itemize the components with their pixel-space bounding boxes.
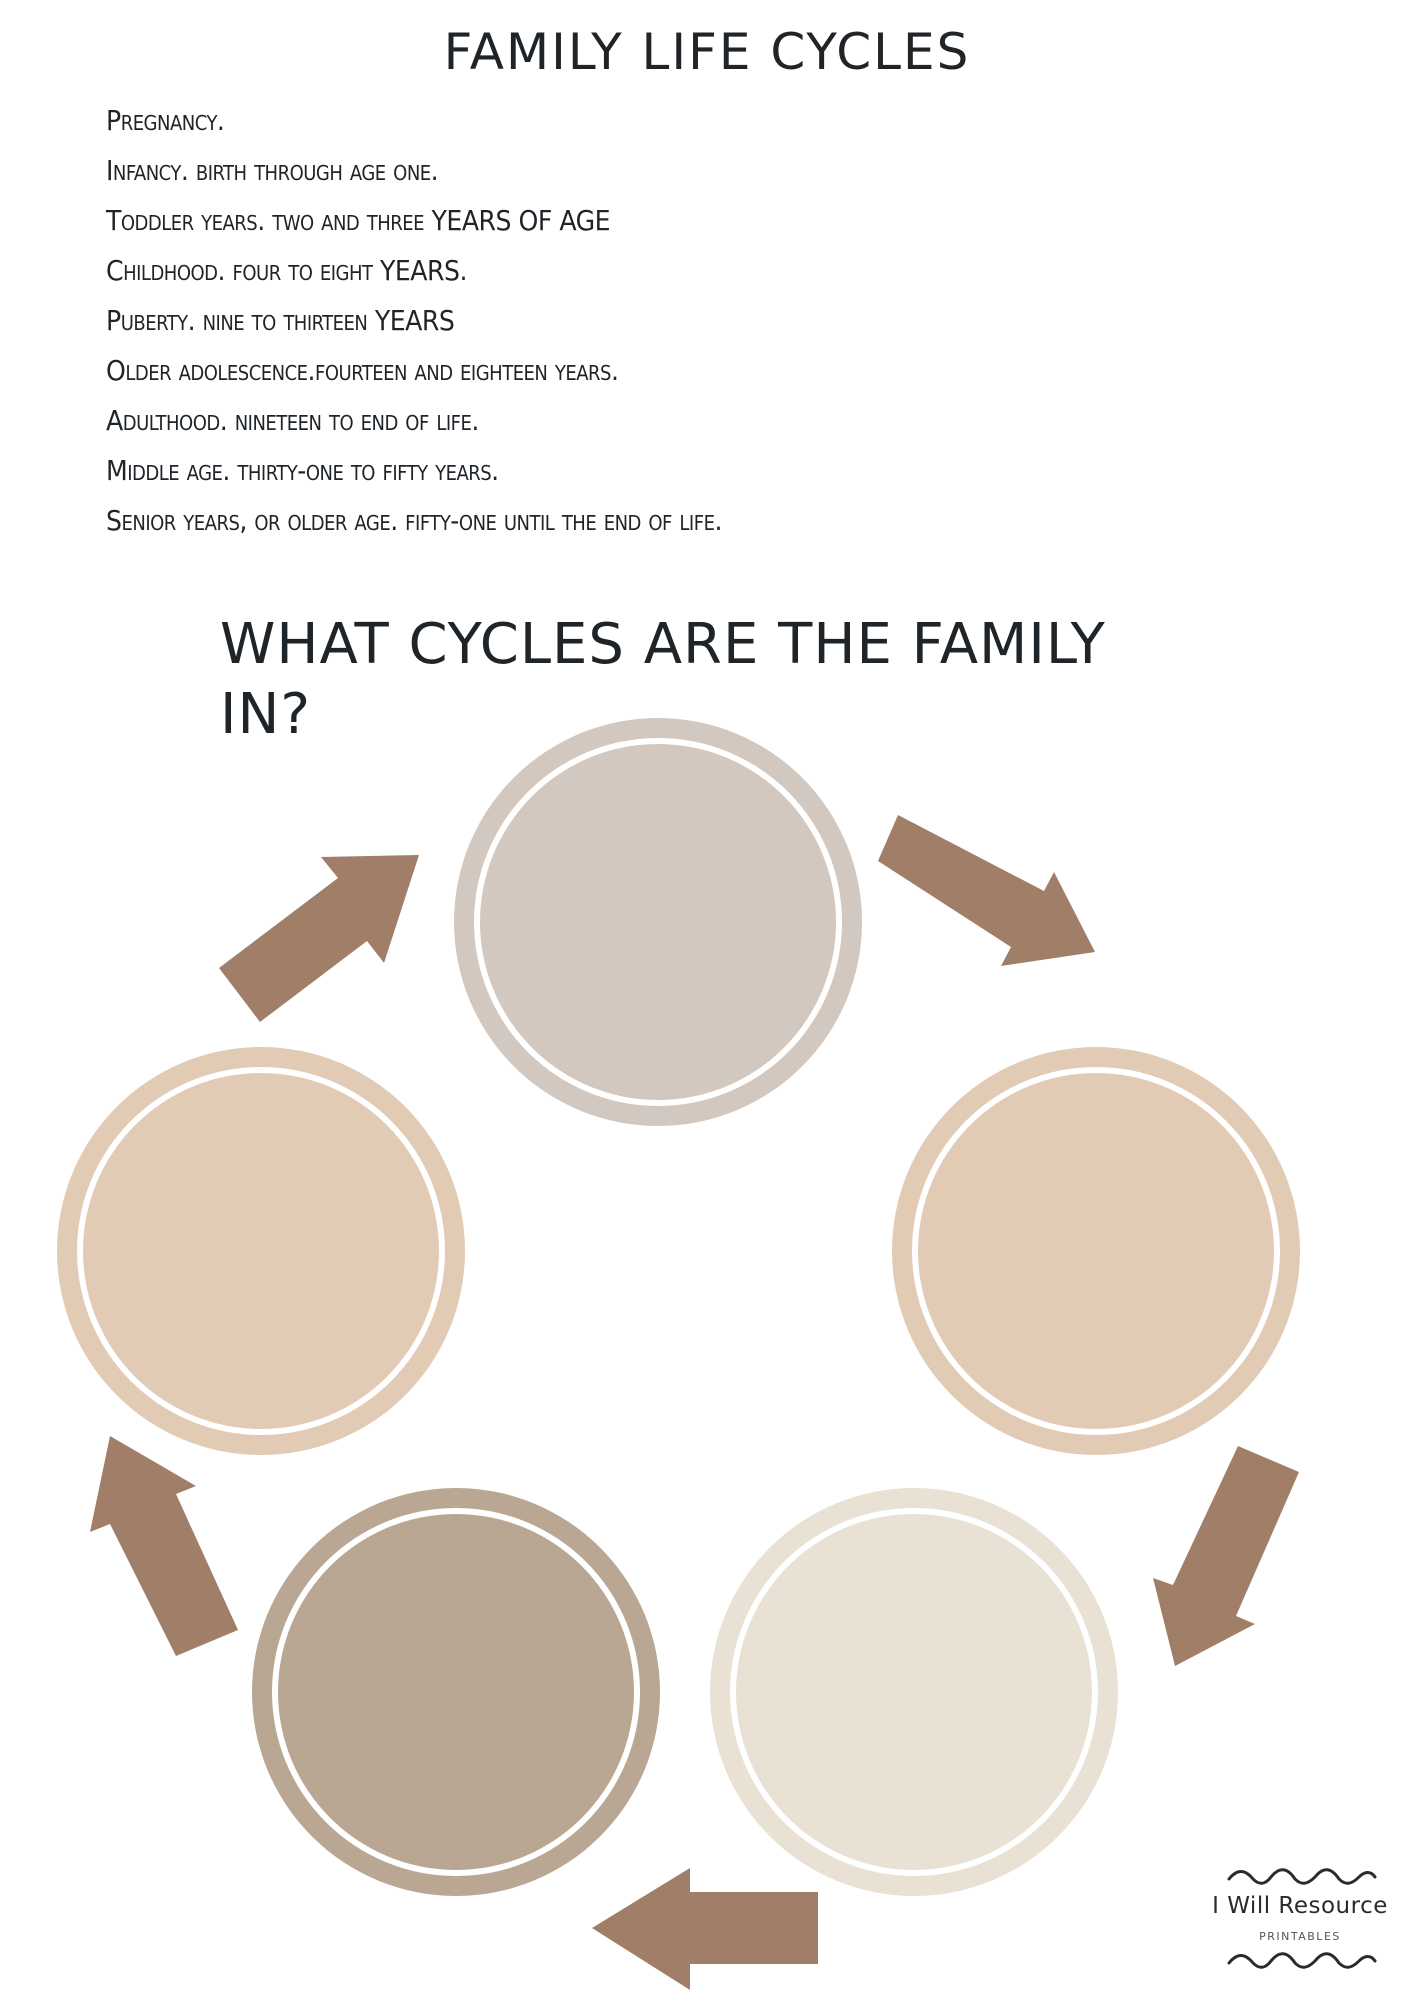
circle-left-fill: [83, 1073, 439, 1429]
brand-name: I Will Resource: [1212, 1893, 1388, 1919]
circle-bottom-right: [710, 1488, 1118, 1896]
list-item: Adulthood. nineteen to end of life.: [106, 404, 479, 437]
arrow-up-left-icon: [90, 1436, 238, 1656]
wave-icon: [1227, 1868, 1377, 1885]
brand-logo: I Will Resource PRINTABLES: [1195, 1855, 1405, 1969]
life-stage-list: Pregnancy. Infancy. birth through age on…: [106, 96, 1006, 546]
circle-right-fill: [918, 1073, 1274, 1429]
circle-bottom-left: [252, 1488, 660, 1896]
circle-left: [57, 1047, 465, 1455]
wave-icon: [1227, 1952, 1377, 1969]
circle-top-fill: [480, 744, 836, 1100]
list-item: Middle age. thirty-one to fifty years.: [106, 454, 499, 487]
circle-bottom-left-fill: [278, 1514, 634, 1870]
circle-top: [454, 718, 862, 1126]
section-title: WHAT CYCLES ARE THE FAMILY IN?: [220, 612, 1106, 747]
list-item: Older adolescence.fourteen and eighteen …: [106, 354, 619, 387]
circle-right: [892, 1047, 1300, 1455]
circle-bottom-right-fill: [736, 1514, 1092, 1870]
arrow-up-right-icon: [219, 855, 419, 1022]
arrow-down-right-icon: [1153, 1446, 1299, 1666]
list-item: Pregnancy.: [106, 104, 225, 137]
brand-tagline: PRINTABLES: [1259, 1930, 1341, 1943]
arrow-right-icon: [878, 815, 1095, 966]
list-item: Senior years, or older age. fifty-one un…: [106, 504, 722, 537]
arrow-left-icon: [592, 1868, 818, 1990]
list-item: Toddler years. two and three YEARS OF AG…: [106, 204, 611, 237]
list-item: Childhood. four to eight YEARS.: [106, 254, 468, 287]
list-item: Puberty. nine to thirteen YEARS: [106, 304, 455, 337]
page-title: FAMILY LIFE CYCLES: [443, 23, 971, 81]
list-item: Infancy. birth through age one.: [106, 154, 439, 187]
